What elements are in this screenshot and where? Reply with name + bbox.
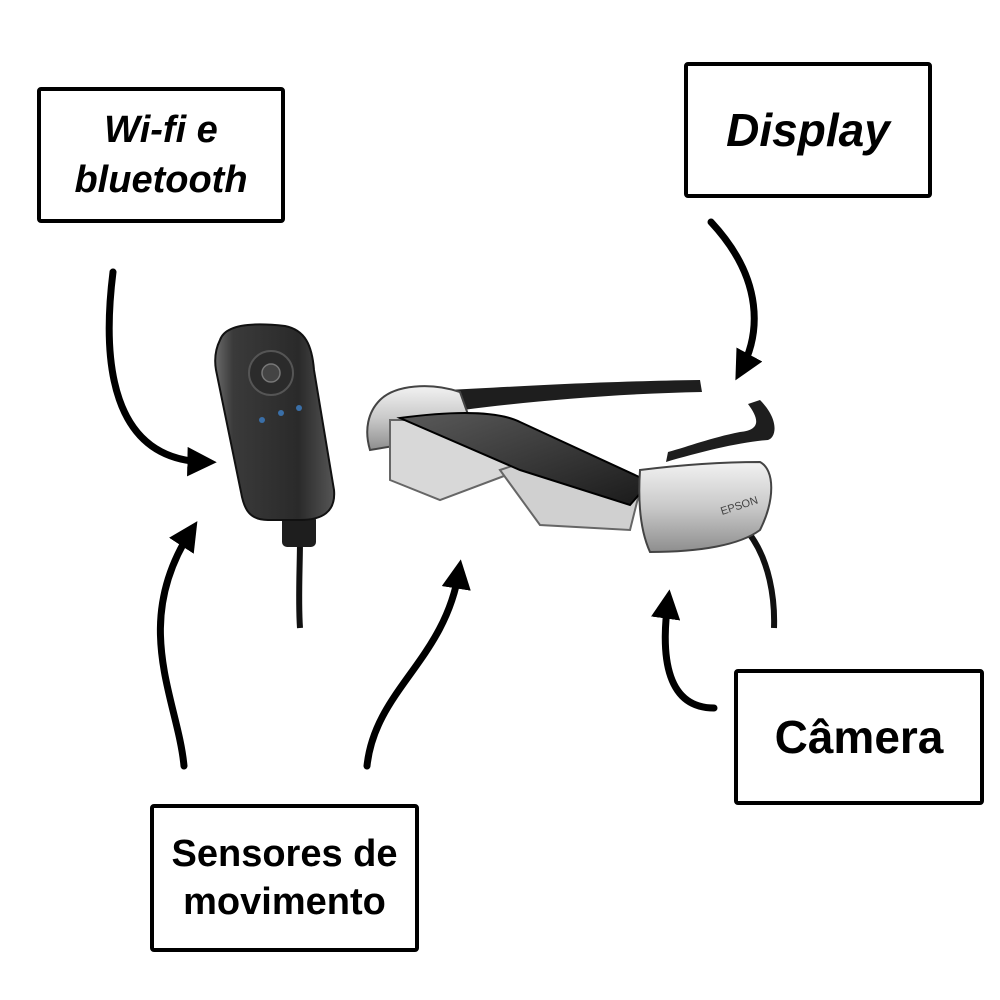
glasses-right-arm [666,400,775,462]
glasses-temple-arm [400,380,702,416]
smart-glasses-device: EPSON [366,380,778,629]
arrow-sensors-right [363,559,471,770]
controller-center-button [261,363,281,383]
controller-body [214,323,336,521]
arrow-display [707,218,763,381]
camera-label: Câmera [734,669,984,805]
controller-led-2 [278,410,284,416]
sensors-label-line1: Sensores de [171,833,398,875]
display-label: Display [684,62,932,198]
controller-device [214,323,336,629]
display-label-text: Display [726,104,890,156]
arrow-wifi [105,268,217,477]
controller-led-3 [296,405,302,411]
arrows [105,218,763,770]
sensors-label-line2: movimento [183,881,386,923]
wifi-bluetooth-label: Wi-fi e bluetooth [37,87,285,223]
controller-connector [282,515,316,547]
controller-cable [296,539,303,629]
arrow-sensors-left [157,521,198,770]
motion-sensors-label: Sensores de movimento [150,804,419,952]
controller-led-1 [259,417,265,423]
arrow-camera [651,589,718,712]
wifi-label-line2: bluetooth [74,159,248,201]
glasses-right-housing [638,460,773,554]
camera-label-text: Câmera [774,711,944,763]
glasses-right-cable [745,530,778,629]
wifi-label-line1: Wi-fi e [104,109,218,151]
